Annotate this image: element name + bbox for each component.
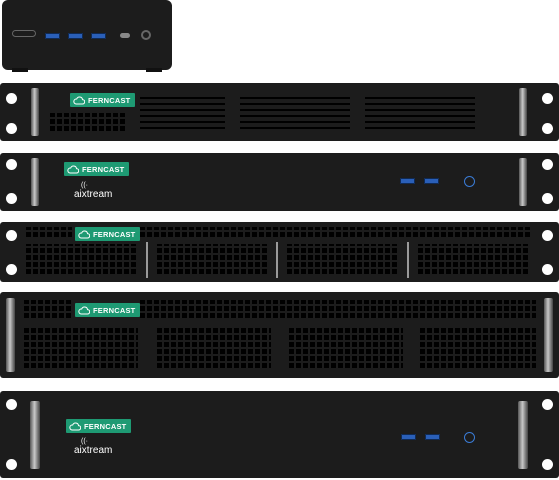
rack-server-2u-bays: FERNCAST bbox=[0, 292, 559, 378]
cloud-icon bbox=[73, 96, 85, 104]
cloud-icon bbox=[78, 230, 90, 238]
audio-jack bbox=[141, 30, 151, 40]
usb-port bbox=[68, 33, 83, 39]
cloud-icon bbox=[69, 422, 81, 430]
usb-port bbox=[91, 33, 106, 39]
rack-screw-hole bbox=[542, 230, 553, 241]
drive-bay bbox=[155, 244, 269, 276]
rack-screw-hole bbox=[6, 193, 17, 204]
sub-brand-label: aixtream bbox=[74, 445, 113, 456]
brand-label: FERNCAST bbox=[82, 164, 125, 174]
wifi-icon: ((· bbox=[81, 438, 88, 445]
drive-bay bbox=[24, 244, 138, 276]
usb-port bbox=[424, 178, 439, 184]
rack-handle bbox=[518, 401, 528, 469]
usb-port bbox=[45, 33, 60, 39]
brand-badge: FERNCAST bbox=[75, 227, 141, 241]
rack-handle bbox=[519, 158, 527, 206]
usb-port bbox=[400, 178, 415, 184]
rack-screw-hole bbox=[542, 93, 553, 104]
vent-grille bbox=[24, 227, 72, 239]
power-button bbox=[464, 432, 475, 443]
rack-server-bays: FERNCAST bbox=[0, 222, 559, 282]
rack-server-2u-front-io: FERNCAST ((· aixtream bbox=[0, 391, 559, 478]
mini-pc-foot bbox=[12, 68, 28, 72]
usb-c-port bbox=[120, 33, 130, 38]
rack-screw-hole bbox=[6, 230, 17, 241]
wifi-icon: ((· bbox=[81, 182, 88, 189]
brand-badge: FERNCAST bbox=[75, 303, 141, 317]
drive-bay bbox=[155, 326, 271, 370]
mini-pc bbox=[2, 0, 172, 72]
cloud-icon bbox=[67, 165, 79, 173]
rack-screw-hole bbox=[6, 93, 17, 104]
mini-pc-foot bbox=[146, 68, 162, 72]
vent-slots bbox=[365, 93, 475, 133]
rack-handle bbox=[519, 88, 527, 136]
brand-badge: FERNCAST bbox=[70, 93, 136, 107]
brand-label: FERNCAST bbox=[93, 229, 136, 239]
rack-screw-hole bbox=[542, 193, 553, 204]
drive-bay bbox=[418, 326, 536, 370]
rack-screw-hole bbox=[542, 264, 553, 275]
sub-brand-logo: ((· aixtream bbox=[74, 182, 113, 200]
vent-grille bbox=[138, 300, 536, 320]
vent-slots bbox=[240, 93, 350, 133]
rack-screw-hole bbox=[6, 399, 17, 410]
usb-port bbox=[425, 434, 440, 440]
rack-handle bbox=[544, 298, 553, 372]
rack-handle bbox=[30, 401, 40, 469]
rack-screw-hole bbox=[542, 399, 553, 410]
rack-screw-hole bbox=[6, 123, 17, 134]
bay-divider bbox=[146, 242, 148, 278]
rack-server-front-io: FERNCAST ((· aixtream bbox=[0, 153, 559, 211]
power-button bbox=[464, 176, 475, 187]
rack-screw-hole bbox=[542, 459, 553, 470]
drive-bay bbox=[285, 244, 399, 276]
rack-handle bbox=[31, 88, 39, 136]
sub-brand-logo: ((· aixtream bbox=[74, 438, 113, 456]
rack-handle bbox=[31, 158, 39, 206]
drive-bay bbox=[416, 244, 530, 276]
rack-screw-hole bbox=[6, 159, 17, 170]
rack-screw-hole bbox=[542, 159, 553, 170]
brand-badge: FERNCAST bbox=[66, 419, 132, 433]
rack-server-vented: FERNCAST bbox=[0, 83, 559, 141]
drive-bay bbox=[22, 326, 138, 370]
mini-pc-slot bbox=[12, 30, 36, 37]
rack-screw-hole bbox=[6, 459, 17, 470]
vent-slots bbox=[140, 93, 225, 133]
brand-label: FERNCAST bbox=[88, 95, 131, 105]
vent-grille bbox=[48, 113, 127, 133]
brand-label: FERNCAST bbox=[84, 421, 127, 431]
bay-divider bbox=[407, 242, 409, 278]
cloud-icon bbox=[78, 306, 90, 314]
vent-grille bbox=[138, 227, 530, 239]
rack-screw-hole bbox=[6, 264, 17, 275]
vent-grille bbox=[22, 300, 72, 320]
rack-handle bbox=[6, 298, 15, 372]
drive-bay bbox=[287, 326, 403, 370]
brand-badge: FERNCAST bbox=[64, 162, 130, 176]
sub-brand-label: aixtream bbox=[74, 189, 113, 200]
usb-port bbox=[401, 434, 416, 440]
brand-label: FERNCAST bbox=[93, 305, 136, 315]
rack-screw-hole bbox=[542, 123, 553, 134]
bay-divider bbox=[276, 242, 278, 278]
